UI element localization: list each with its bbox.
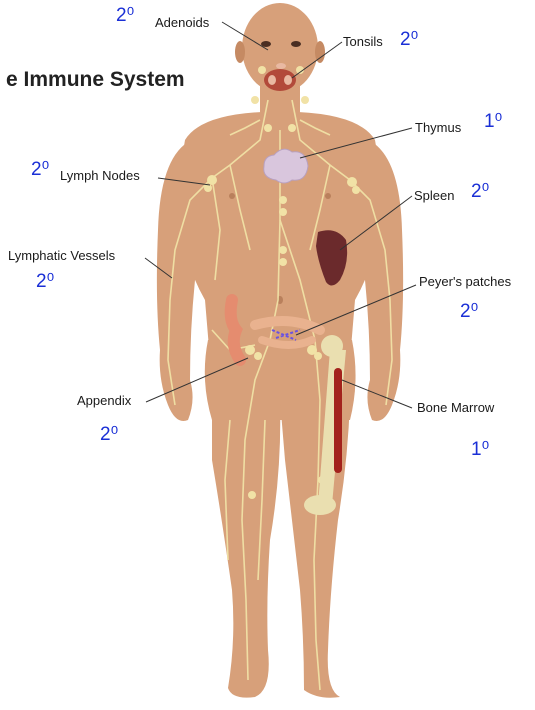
label-peyers-patches: Peyer's patches [419, 274, 511, 289]
label-spleen: Spleen [414, 188, 454, 203]
label-lymph-nodes: Lymph Nodes [60, 168, 140, 183]
order-thymus: 1⁰ [484, 110, 502, 133]
label-lymphatic-vessels: Lymphatic Vessels [8, 248, 115, 263]
order-peyers-patches: 2⁰ [460, 300, 478, 323]
order-spleen: 2⁰ [471, 180, 489, 203]
body-silhouette [157, 3, 403, 698]
order-appendix: 2⁰ [100, 423, 118, 446]
order-lymphatic-vessels: 2⁰ [36, 270, 54, 293]
label-appendix: Appendix [77, 393, 131, 408]
label-bone-marrow: Bone Marrow [417, 400, 494, 415]
label-tonsils: Tonsils [343, 34, 383, 49]
label-adenoids: Adenoids [155, 15, 209, 30]
label-thymus: Thymus [415, 120, 461, 135]
diagram-title: e Immune System [6, 68, 185, 92]
order-lymph-nodes: 2⁰ [31, 158, 49, 181]
order-adenoids: 2⁰ [116, 4, 134, 27]
order-tonsils: 2⁰ [400, 28, 418, 51]
order-bone-marrow: 1⁰ [471, 438, 489, 461]
